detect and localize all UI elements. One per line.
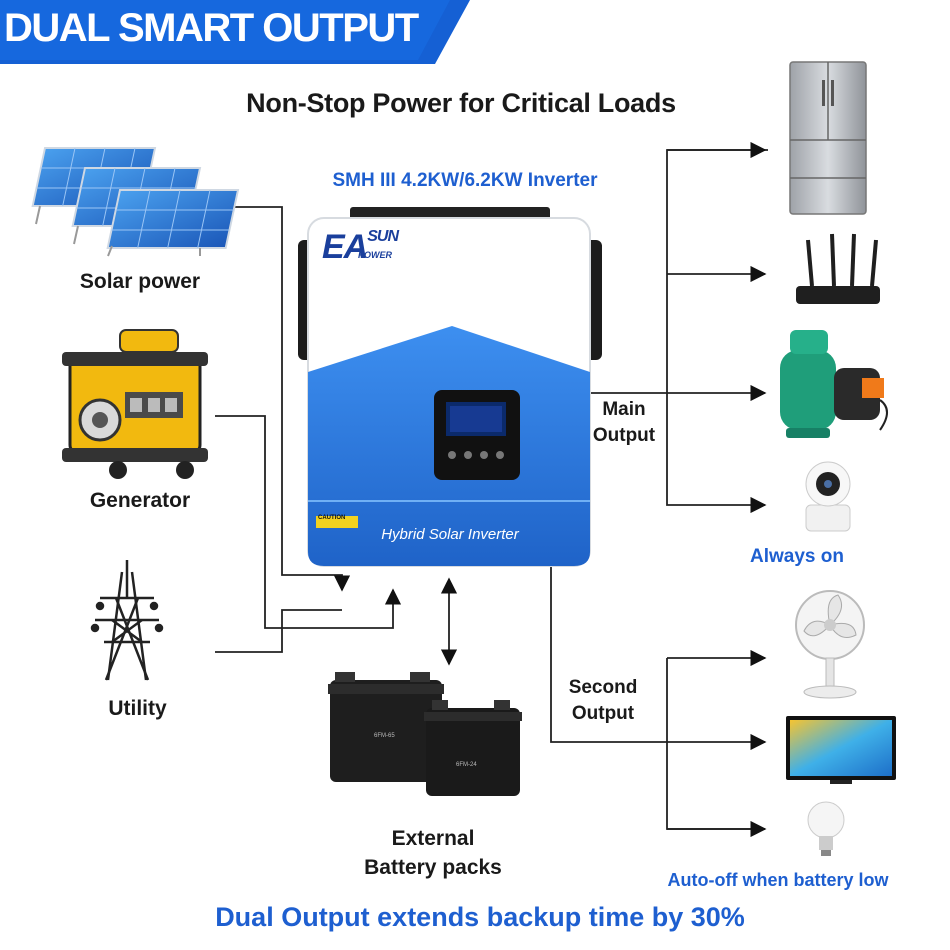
battery-label: External Battery packs bbox=[364, 827, 502, 879]
banner-title: DUAL SMART OUTPUT bbox=[4, 6, 419, 50]
subtitle: Non-Stop Power for Critical Loads bbox=[246, 88, 676, 118]
security-camera-icon bbox=[805, 461, 851, 532]
inverter-panel-label: Hybrid Solar Inverter bbox=[381, 526, 519, 543]
refrigerator-icon bbox=[789, 61, 867, 215]
utility-tower-icon bbox=[90, 560, 164, 681]
utility-label: Utility bbox=[108, 697, 167, 720]
caution-sticker: CAUTION bbox=[318, 515, 346, 521]
title-banner bbox=[0, 0, 470, 64]
brand-logo: EASUN bbox=[322, 228, 399, 266]
light-bulb-icon bbox=[807, 801, 845, 856]
water-pump-icon bbox=[780, 330, 888, 438]
solar-panel-icon bbox=[31, 147, 240, 257]
generator-icon bbox=[62, 329, 208, 479]
footer-note: Dual Output extends backup time by 30% bbox=[215, 902, 745, 932]
brand-logo-sub: POWER bbox=[358, 250, 393, 260]
battery-pack-icon bbox=[328, 672, 522, 796]
inverter-icon bbox=[298, 207, 602, 567]
auto-off-label: Auto-off when battery low bbox=[667, 870, 889, 890]
solar-power-label: Solar power bbox=[79, 270, 201, 293]
fan-icon bbox=[795, 590, 865, 699]
always-on-label: Always on bbox=[750, 546, 844, 567]
battery-model-small: 6FM-24 bbox=[456, 762, 477, 768]
router-icon bbox=[796, 233, 880, 304]
battery-model-large: 6FM-65 bbox=[374, 733, 395, 739]
generator-label: Generator bbox=[89, 489, 191, 512]
model-label: SMH III 4.2KW/6.2KW Inverter bbox=[332, 170, 598, 191]
television-icon bbox=[786, 716, 896, 784]
